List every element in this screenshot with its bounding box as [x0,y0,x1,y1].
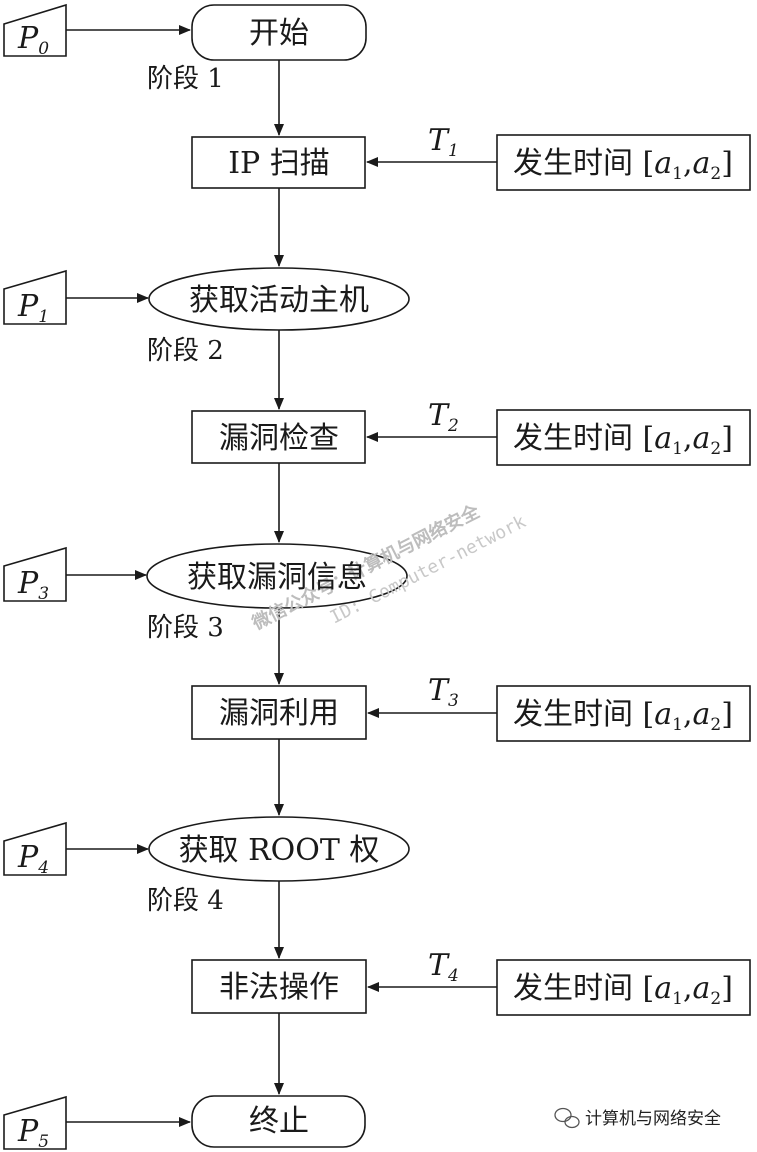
stage-label: 阶段 1 [147,64,224,94]
time-label: 发生时间 [a1,a2] [513,421,733,459]
input-label: P5 [17,1114,49,1152]
stage-label: 阶段 4 [147,886,224,916]
input-p1 [3,269,67,325]
brand-label: 计算机与网络安全 [585,1109,721,1129]
input-p0 [3,3,67,57]
stage-label: 阶段 3 [147,613,224,643]
input-p5 [3,1095,67,1150]
wechat-icon [554,1107,580,1129]
end-node [191,1095,366,1148]
time-label: 发生时间 [a1,a2] [513,697,733,735]
t-label: T4 [428,948,459,986]
input-label: P3 [17,566,49,604]
end-label: 终止 [249,1104,309,1139]
process-label: 漏洞检查 [219,421,339,456]
state-label: 获取活动主机 [189,283,369,318]
state-label: 获取漏洞信息 [187,560,367,595]
input-label: P0 [17,21,49,59]
start-label: 开始 [249,16,309,51]
t-label: T2 [428,398,459,436]
input-p4 [3,821,67,876]
brand-badge: 计算机与网络安全 [554,1107,721,1129]
process-label: IP 扫描 [228,146,330,181]
state-label: 获取 ROOT 权 [179,833,380,868]
time-label: 发生时间 [a1,a2] [513,146,733,184]
t-label: T3 [428,673,459,711]
process-label: 非法操作 [219,970,339,1005]
time-label: 发生时间 [a1,a2] [513,971,733,1009]
input-label: P4 [17,840,49,878]
stage-label: 阶段 2 [147,336,224,366]
t-label: T1 [428,123,459,161]
state-vuln-info [146,543,408,609]
input-label: P1 [17,289,49,327]
input-p3 [3,546,67,602]
process-label: 漏洞利用 [219,696,339,731]
